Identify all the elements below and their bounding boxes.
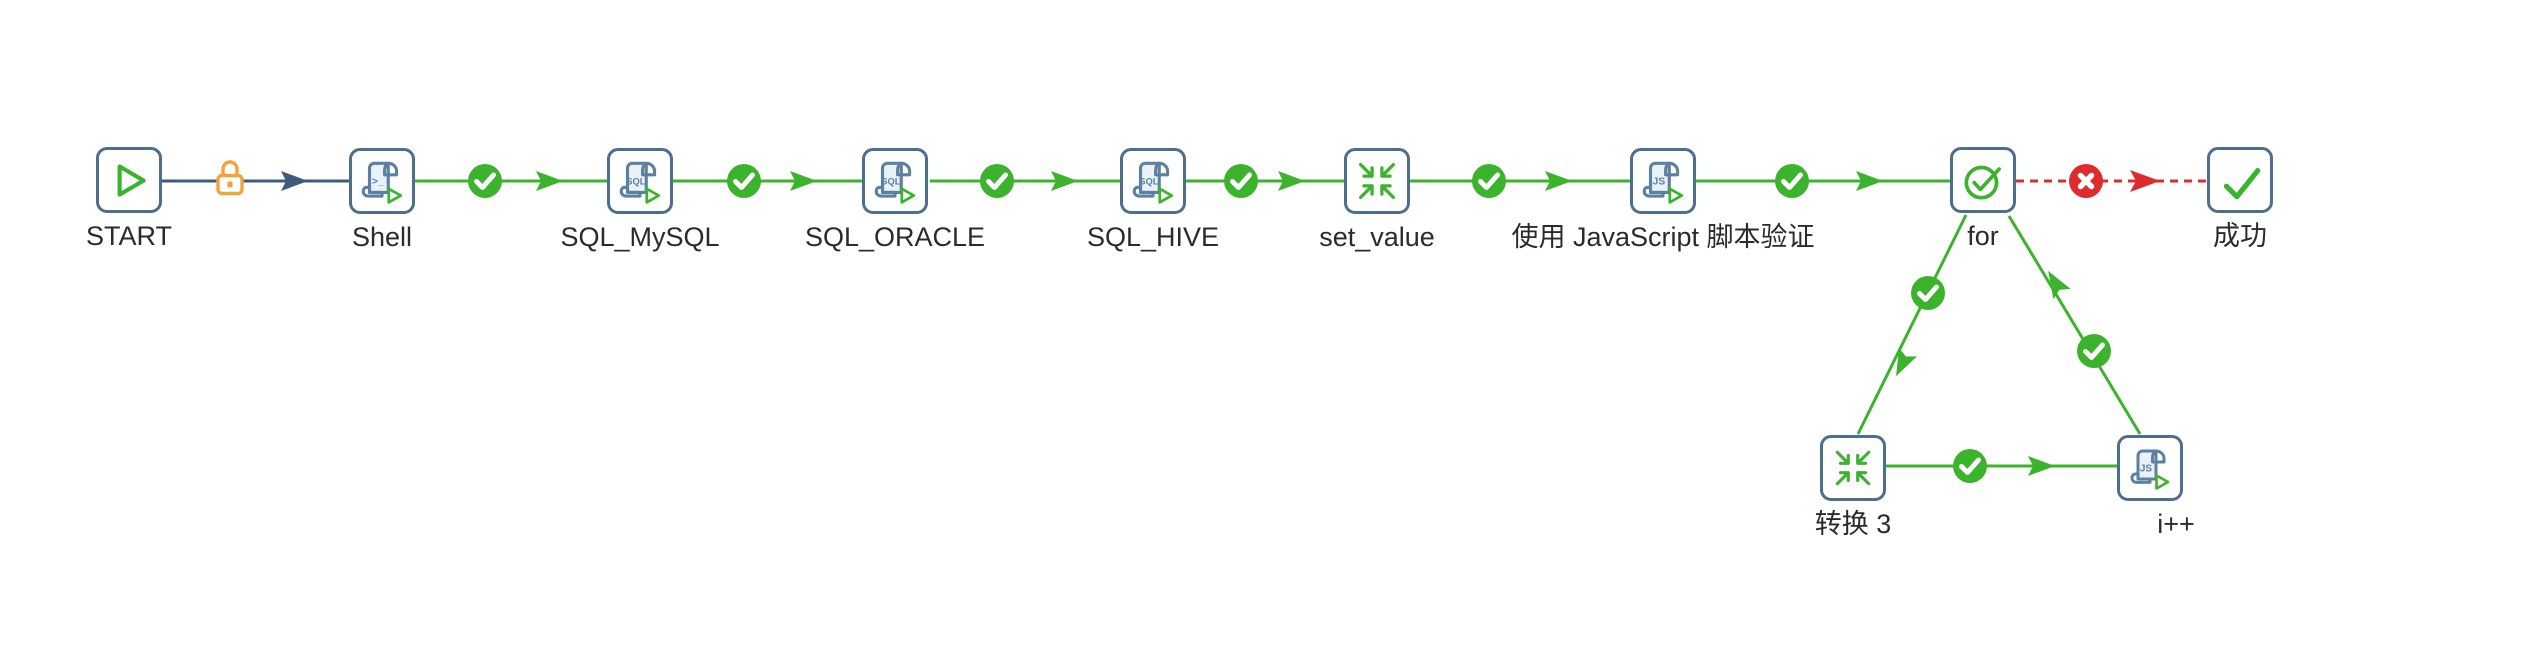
icon-glyph-text: SQL: [881, 177, 901, 187]
play-icon: [104, 155, 154, 205]
hop-arrow-for-success: [2130, 170, 2160, 192]
node-label: SQL_HIVE: [1086, 222, 1220, 252]
hop-arrow-jsvalidate-for: [1856, 171, 1883, 191]
sql-script-icon: SQL: [615, 156, 665, 206]
node-label: Shell: [351, 222, 413, 252]
node-label: 使用 JavaScript 脚本验证: [1511, 222, 1815, 252]
icon-glyph-text: >_: [372, 177, 384, 188]
hop-arrow-transform3-ipp: [2028, 456, 2055, 476]
node-label: SQL_ORACLE: [804, 222, 986, 252]
hop-arrow-sqlhive-setvalue: [1278, 171, 1305, 191]
javascript-script-icon: JS: [2126, 444, 2174, 492]
icon-glyph-text: JS: [1652, 177, 1665, 188]
hop-arrow-shell-sqlmysql: [536, 171, 563, 191]
hop-arrow-start-shell: [281, 171, 308, 191]
node-success[interactable]: 成功: [2207, 147, 2273, 251]
success-badge-setvalue-jsvalidate: [1472, 164, 1506, 198]
transformation-icon: [1353, 157, 1401, 205]
node-label: START: [85, 221, 173, 251]
check-icon: [2215, 155, 2265, 205]
icon-glyph-text: JS: [2140, 464, 2153, 475]
node-sql-oracle[interactable]: SQL SQL_ORACLE: [805, 148, 985, 252]
sql-script-icon: SQL: [870, 156, 920, 206]
hop-arrow-ipp-for: [2048, 270, 2071, 300]
node-js-validate[interactable]: JS 使用 JavaScript 脚本验证: [1511, 148, 1815, 252]
node-for[interactable]: for: [1950, 147, 2016, 251]
transformation-icon: [1830, 445, 1876, 491]
node-shell[interactable]: >_ Shell: [349, 148, 415, 252]
node-label: SQL_MySQL: [560, 222, 720, 252]
success-badge-sqlmysql-sqloracle: [727, 164, 761, 198]
hop-arrow-setvalue-jsvalidate: [1545, 171, 1572, 191]
check-circle-icon: [1958, 155, 2008, 205]
success-badge-shell-sqlmysql: [468, 164, 502, 198]
hop-arrow-sqlmysql-sqloracle: [790, 171, 817, 191]
node-start[interactable]: START: [86, 147, 172, 251]
node-label: i++: [2157, 509, 2195, 539]
success-badge-sqlhive-setvalue: [1224, 164, 1258, 198]
sql-script-icon: SQL: [1128, 156, 1178, 206]
node-sql-mysql[interactable]: SQL SQL_MySQL: [560, 148, 720, 252]
success-badge-sqloracle-sqlhive: [980, 164, 1014, 198]
hop-arrow-sqloracle-sqlhive: [1051, 171, 1078, 191]
success-badge-for-transform3: [1911, 276, 1945, 310]
success-badge-transform3-ipp: [1953, 449, 1987, 483]
success-badge-ipp-for: [2077, 334, 2111, 368]
icon-glyph-text: SQL: [626, 177, 646, 187]
icon-glyph-text: SQL: [1139, 177, 1159, 187]
node-ipp[interactable]: JS i++: [2117, 435, 2195, 539]
failure-badge-for-success: [2069, 164, 2103, 198]
node-label: 转换 3: [1814, 509, 1892, 539]
hop-line-ipp-for[interactable]: [2007, 215, 2142, 435]
node-label: 成功: [2213, 221, 2267, 251]
shell-script-icon: >_: [357, 156, 407, 206]
lock-icon: [215, 159, 245, 204]
node-label: set_value: [1319, 222, 1435, 252]
hop-arrow-for-transform3: [1896, 347, 1917, 377]
hop-line-for-transform3[interactable]: [1856, 214, 1968, 435]
success-badge-jsvalidate-for: [1775, 164, 1809, 198]
node-transform3[interactable]: 转换 3: [1815, 435, 1891, 539]
javascript-script-icon: JS: [1638, 156, 1688, 206]
node-sql-hive[interactable]: SQL SQL_HIVE: [1087, 148, 1219, 252]
node-label: for: [1967, 221, 1999, 251]
node-set-value[interactable]: set_value: [1319, 148, 1435, 252]
